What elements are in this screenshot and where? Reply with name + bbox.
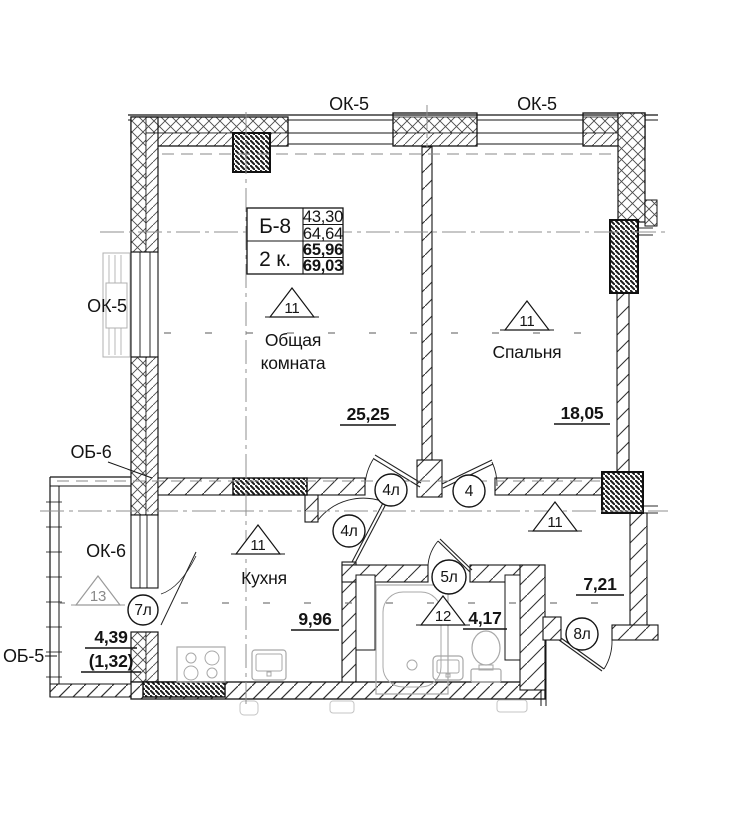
bathtub — [375, 584, 449, 695]
window-label-balcony: ОК-6 — [86, 541, 126, 561]
window-left-glazing — [130, 251, 159, 358]
svg-text:4л: 4л — [340, 523, 357, 540]
area-bathroom: 4,17 — [468, 608, 501, 628]
svg-text:11: 11 — [519, 313, 534, 330]
svg-text:13: 13 — [90, 588, 106, 605]
leader-ob6 — [107, 461, 153, 479]
marker-bathroom: 12 — [416, 595, 470, 626]
door-label-balcony: 7л — [127, 594, 159, 626]
stove — [176, 646, 226, 683]
svg-text:8л: 8л — [573, 626, 590, 643]
marker-balcony: 13 — [71, 575, 125, 606]
svg-text:12: 12 — [435, 608, 451, 625]
svg-text:11: 11 — [284, 300, 299, 317]
window-label-top-right: ОК-5 — [517, 94, 557, 114]
bathroom-sink — [432, 655, 464, 681]
svg-text:11: 11 — [547, 514, 562, 531]
table-rooms-count: 2 к. — [259, 248, 291, 271]
door-label-entry: 8л — [565, 617, 599, 651]
room-label-living-1: Общая — [265, 330, 321, 350]
area-balcony-secondary: (1,32) — [89, 651, 134, 671]
adjacent-fixture-hints — [239, 699, 528, 716]
window-top-left-glazing — [288, 132, 393, 145]
door-swing-bathroom — [427, 538, 473, 573]
exterior-walls — [49, 112, 659, 706]
room-label-bedroom: Спальня — [493, 342, 562, 362]
spec-table: Б-8 2 к. 43,30 64,64 65,96 69,03 — [246, 207, 344, 275]
area-bedroom: 18,05 — [561, 403, 604, 423]
door-labels: 4л 4 4л 5л 8л 7л — [127, 473, 599, 651]
area-balcony: 4,39 — [94, 627, 128, 647]
door-label-bathroom: 5л — [431, 559, 467, 595]
bay-window-unit — [102, 252, 131, 358]
door-label-living: 4л — [374, 473, 408, 507]
door-label-kitchen: 4л — [332, 514, 366, 548]
room-label-living-2: комната — [261, 353, 326, 373]
svg-text:4: 4 — [465, 483, 474, 500]
table-value-2: 64,64 — [303, 225, 343, 243]
svg-text:7л: 7л — [134, 602, 151, 619]
door-swing-balcony — [160, 551, 197, 626]
text-labels: ОК-5 ОК-5 ОК-5 ОК-6 ОБ-6 ОБ-5 Общая комн… — [3, 94, 624, 673]
table-unit-label: Б-8 — [259, 215, 291, 238]
table-value-3: 65,96 — [303, 241, 343, 259]
windows — [46, 132, 583, 697]
axis-lines — [40, 105, 668, 704]
area-living: 25,25 — [347, 404, 390, 424]
svg-text:11: 11 — [250, 537, 265, 554]
room-label-kitchen: Кухня — [241, 568, 287, 588]
door-swing-living — [364, 454, 422, 488]
area-kitchen: 9,96 — [298, 609, 332, 629]
doors — [160, 454, 613, 672]
balcony-glazing — [46, 476, 131, 697]
marker-bedroom: 11 — [500, 300, 554, 331]
svg-text:5л: 5л — [440, 569, 457, 586]
window-top-right-glazing — [477, 132, 583, 145]
area-markers: 11 11 11 11 12 13 — [71, 287, 582, 626]
window-label-top-left: ОК-5 — [329, 94, 369, 114]
table-value-1: 43,30 — [303, 208, 343, 226]
marker-living: 11 — [265, 287, 319, 318]
interior-walls — [157, 146, 603, 691]
door-label-bedroom: 4 — [452, 474, 486, 508]
label-ob6: ОБ-6 — [70, 442, 111, 462]
label-ob5: ОБ-5 — [3, 646, 44, 666]
svg-text:4л: 4л — [382, 482, 399, 499]
balcony-door-window — [130, 514, 159, 589]
kitchen-sink — [251, 649, 287, 681]
area-hall: 7,21 — [583, 574, 617, 594]
marker-kitchen: 11 — [231, 524, 285, 555]
door-swing-kitchen — [317, 497, 388, 564]
marker-hall: 11 — [528, 501, 582, 532]
toilet — [470, 630, 502, 683]
table-value-4: 69,03 — [303, 257, 343, 275]
fixtures — [176, 584, 528, 716]
window-label-left: ОК-5 — [87, 296, 127, 316]
